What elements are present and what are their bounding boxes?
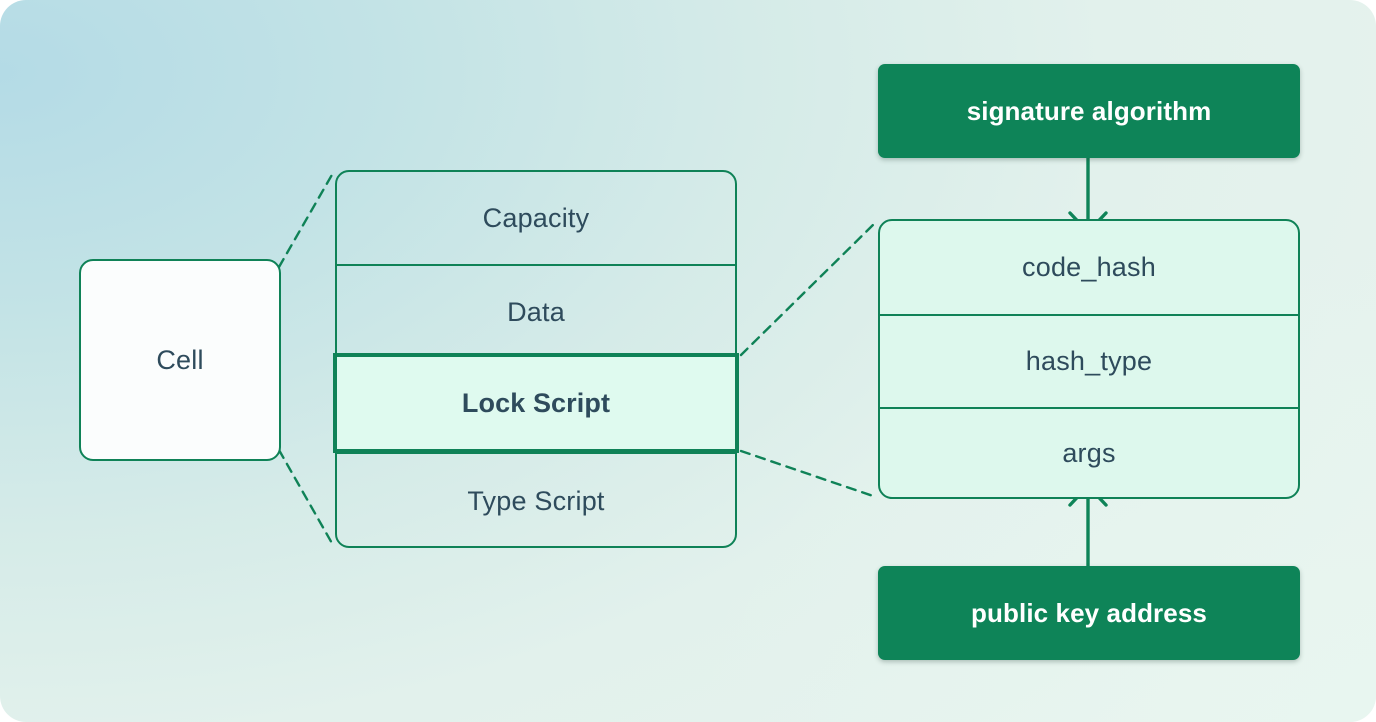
cell-structure-label-data: Data — [507, 296, 565, 327]
public-key-address-label: public key address — [971, 597, 1207, 628]
cell-structure-label-capacity: Capacity — [482, 202, 590, 233]
cell-structure-row-lock-script[interactable]: Lock Script — [333, 353, 739, 453]
cell-structure-row-type-script[interactable]: Type Script — [337, 452, 735, 548]
cell-label: Cell — [156, 344, 204, 375]
script-label-code-hash: code_hash — [1022, 252, 1156, 282]
script-row-hash-type[interactable]: hash_type — [880, 314, 1298, 407]
signature-algorithm-node[interactable]: signature algorithm — [878, 64, 1300, 158]
cell-structure-label-type-script: Type Script — [467, 485, 605, 516]
script-label-args: args — [1062, 437, 1116, 468]
connector-lock-to-script-top — [739, 220, 878, 357]
cell-node[interactable]: Cell — [79, 259, 281, 461]
connector-cell-to-structure-top — [277, 171, 335, 269]
script-row-code-hash[interactable]: code_hash — [880, 221, 1298, 314]
cell-structure-row-capacity[interactable]: Capacity — [337, 172, 735, 264]
connector-lock-to-script-bottom — [739, 449, 878, 499]
cell-structure-node[interactable]: Capacity Data Type Script — [335, 170, 737, 548]
script-label-hash-type: hash_type — [1025, 346, 1153, 376]
script-structure-node[interactable]: code_hash hash_type args — [878, 219, 1300, 499]
cell-structure-row-data[interactable]: Data — [337, 264, 735, 358]
connector-cell-to-structure-bottom — [277, 448, 335, 547]
signature-algorithm-label: signature algorithm — [966, 95, 1212, 126]
script-row-args[interactable]: args — [880, 407, 1298, 497]
public-key-address-node[interactable]: public key address — [878, 566, 1300, 660]
cell-structure-label-lock-script: Lock Script — [461, 387, 611, 418]
